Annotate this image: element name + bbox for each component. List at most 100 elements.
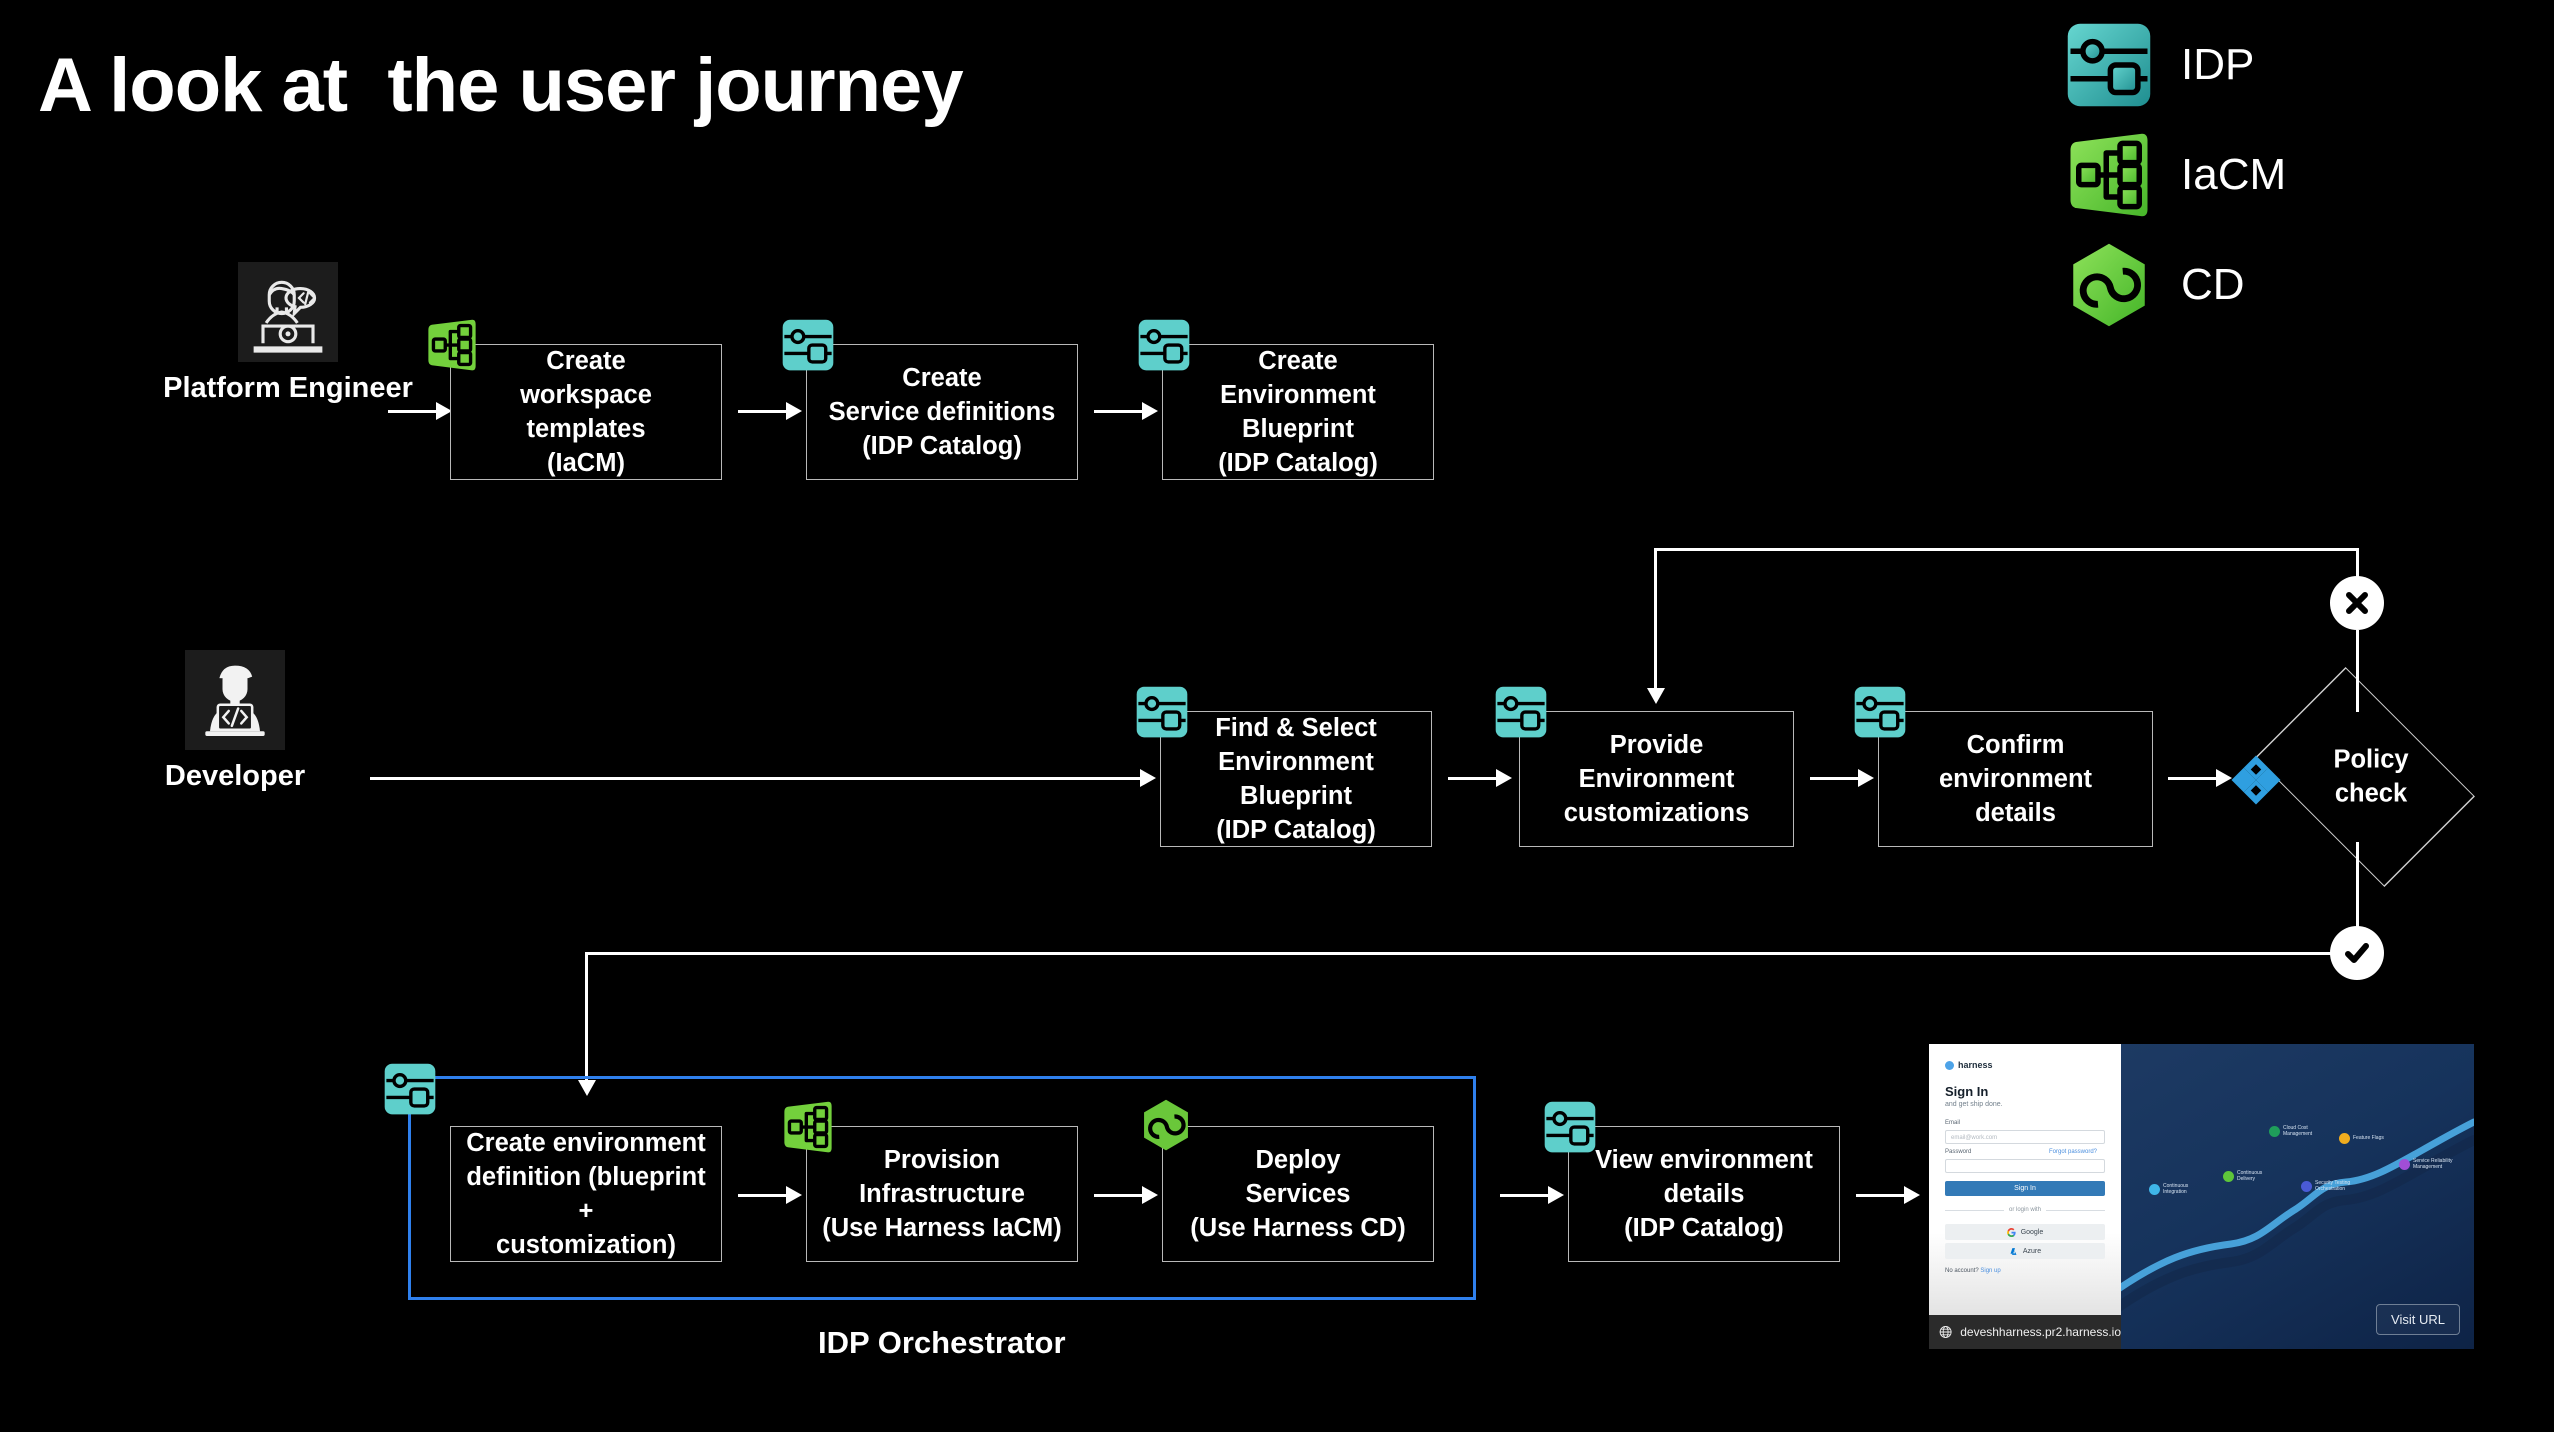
step-create-environment-definition[interactable]: Create environment definition (blueprint…	[450, 1126, 722, 1262]
connector-create-def-to-provision	[738, 1194, 786, 1197]
azure-label: Azure	[2022, 1247, 2042, 1255]
divider-or-login-with: or login with	[1945, 1207, 2106, 1213]
forgot-password-link[interactable]: Forgot password?	[2049, 1149, 2098, 1155]
idp-orchestrator-frame	[408, 1076, 1476, 1300]
journey-node-continuous-integration: Continuous Integration	[2149, 1183, 2189, 1195]
azure-icon	[2010, 1247, 2017, 1255]
idp-icon	[781, 318, 835, 372]
iacm-icon	[2065, 131, 2153, 219]
connector-policy-approve-down	[2356, 842, 2359, 928]
idp-icon	[1853, 685, 1907, 739]
divider-rule	[1945, 1209, 2004, 1211]
arrowhead	[578, 1080, 596, 1096]
arrowhead	[436, 402, 452, 420]
approve-badge	[2330, 926, 2384, 980]
globe-icon	[1939, 1326, 1952, 1338]
connector-reject-horizontal	[1654, 548, 2359, 551]
legend: IDP IaCM	[2065, 10, 2485, 340]
email-placeholder: email@work.com	[1951, 1134, 1998, 1141]
iacm-icon	[425, 318, 479, 372]
arrowhead	[1142, 1186, 1158, 1204]
url-text: deveshharness.pr2.harness.io	[1960, 1325, 2121, 1339]
arrowhead	[2216, 769, 2232, 787]
journey-path	[2121, 1118, 2474, 1312]
google-icon	[2006, 1227, 2016, 1237]
legend-item-idp: IDP	[2065, 10, 2485, 120]
step-label: Deploy Services (Use Harness CD)	[1190, 1145, 1406, 1243]
email-field[interactable]: email@work.com	[1945, 1130, 2105, 1144]
ci-label: Continuous Integration	[2163, 1183, 2189, 1195]
idp-orchestrator-label: IDP Orchestrator	[818, 1325, 1066, 1360]
cd-icon	[1139, 1098, 1193, 1152]
check-icon	[2345, 943, 2369, 963]
arrowhead	[1904, 1186, 1920, 1204]
journey-node-service-reliability-management: Service Reliability Management	[2399, 1158, 2452, 1170]
idp-icon	[1543, 1100, 1597, 1154]
step-label: Provision Infrastructure (Use Harness Ia…	[822, 1145, 1062, 1243]
divider-rule	[2046, 1209, 2106, 1211]
idp-icon	[1135, 685, 1189, 739]
ccm-dot	[2269, 1126, 2280, 1137]
password-field[interactable]	[1945, 1159, 2105, 1173]
reject-badge	[2330, 576, 2384, 630]
persona-label-platform-engineer: Platform Engineer	[163, 372, 413, 404]
journey-node-continuous-delivery: Continuous Delivery	[2223, 1170, 2263, 1182]
step-provide-environment-customizations[interactable]: Provide Environment customizations	[1519, 711, 1794, 847]
login-panel: harness Sign In and get ship done. Email…	[1929, 1044, 2121, 1349]
step-label: Find & Select Environment Blueprint (IDP…	[1215, 713, 1377, 845]
step-label: Create Environment Blueprint (IDP Catalo…	[1218, 346, 1378, 478]
connector-reject-descender	[1654, 548, 1657, 688]
legend-item-cd: CD	[2065, 230, 2485, 340]
connector-approve-horizontal	[585, 952, 2335, 955]
step-find-select-environment-blueprint[interactable]: Find & Select Environment Blueprint (IDP…	[1160, 711, 1432, 847]
connector-policy-reject-up	[2356, 630, 2359, 712]
arrowhead	[1496, 769, 1512, 787]
step-create-environment-blueprint[interactable]: Create Environment Blueprint (IDP Catalo…	[1162, 344, 1434, 480]
url-bar: deveshharness.pr2.harness.io	[1929, 1315, 2121, 1349]
arrowhead	[1548, 1186, 1564, 1204]
ff-label: Feature Flags	[2353, 1134, 2384, 1141]
arrowhead	[1858, 769, 1874, 787]
google-label: Google	[2020, 1228, 2044, 1236]
connector-provide-to-confirm	[1810, 777, 1858, 780]
persona-developer: Developer	[110, 650, 360, 793]
step-confirm-environment-details[interactable]: Confirm environment details	[1878, 711, 2153, 847]
visit-url-button[interactable]: Visit URL	[2376, 1304, 2460, 1335]
legend-label-idp: IDP	[2181, 40, 2255, 89]
idp-icon	[1137, 318, 1191, 372]
harness-logo-mark	[1945, 1060, 1954, 1070]
azure-login-button[interactable]: Azure	[1945, 1243, 2105, 1259]
signin-subheading: and get ship done.	[1945, 1101, 2003, 1108]
connector-developer-to-find-select	[370, 777, 1140, 780]
connector-deploy-to-view	[1500, 1194, 1548, 1197]
ff-dot	[2339, 1133, 2350, 1144]
step-label: View environment details (IDP Catalog)	[1595, 1145, 1813, 1243]
persona-label-developer: Developer	[164, 760, 306, 792]
persona-platform-engineer: Platform Engineer	[148, 262, 428, 405]
step-create-service-definitions[interactable]: Create Service definitions (IDP Catalog)	[806, 344, 1078, 480]
step-provision-infrastructure[interactable]: Provision Infrastructure (Use Harness Ia…	[806, 1126, 1078, 1262]
harness-login-screenshot[interactable]: harness Sign In and get ship done. Email…	[1929, 1044, 2474, 1349]
no-account-label: No account?	[1945, 1268, 1979, 1274]
connector-view-to-thumbnail	[1856, 1194, 1904, 1197]
cd-label: Continuous Delivery	[2237, 1170, 2263, 1182]
step-create-workspace-templates[interactable]: Create workspace templates (IaCM)	[450, 344, 722, 480]
step-label: Create Service definitions (IDP Catalog)	[828, 363, 1056, 461]
google-login-button[interactable]: Google	[1945, 1224, 2105, 1240]
ccm-label: Cloud Cost Management	[2283, 1125, 2313, 1137]
journey-illustration: Continuous Integration Continuous Delive…	[2121, 1044, 2474, 1349]
idp-icon	[1494, 685, 1548, 739]
cd-dot	[2223, 1171, 2234, 1182]
step-deploy-services[interactable]: Deploy Services (Use Harness CD)	[1162, 1126, 1434, 1262]
signup-link[interactable]: Sign up	[1980, 1268, 2001, 1274]
step-view-environment-details[interactable]: View environment details (IDP Catalog)	[1568, 1126, 1840, 1262]
decision-policy-check[interactable]: Policy check	[2255, 667, 2475, 887]
signin-button[interactable]: Sign In	[1945, 1181, 2105, 1196]
page-title: A look at the user journey	[38, 43, 964, 128]
divider-text: or login with	[2009, 1207, 2042, 1213]
idp-icon	[383, 1062, 437, 1116]
connector-confirm-to-policy	[2168, 777, 2216, 780]
connector-reject-riser	[2356, 548, 2359, 582]
arrowhead	[1140, 769, 1156, 787]
